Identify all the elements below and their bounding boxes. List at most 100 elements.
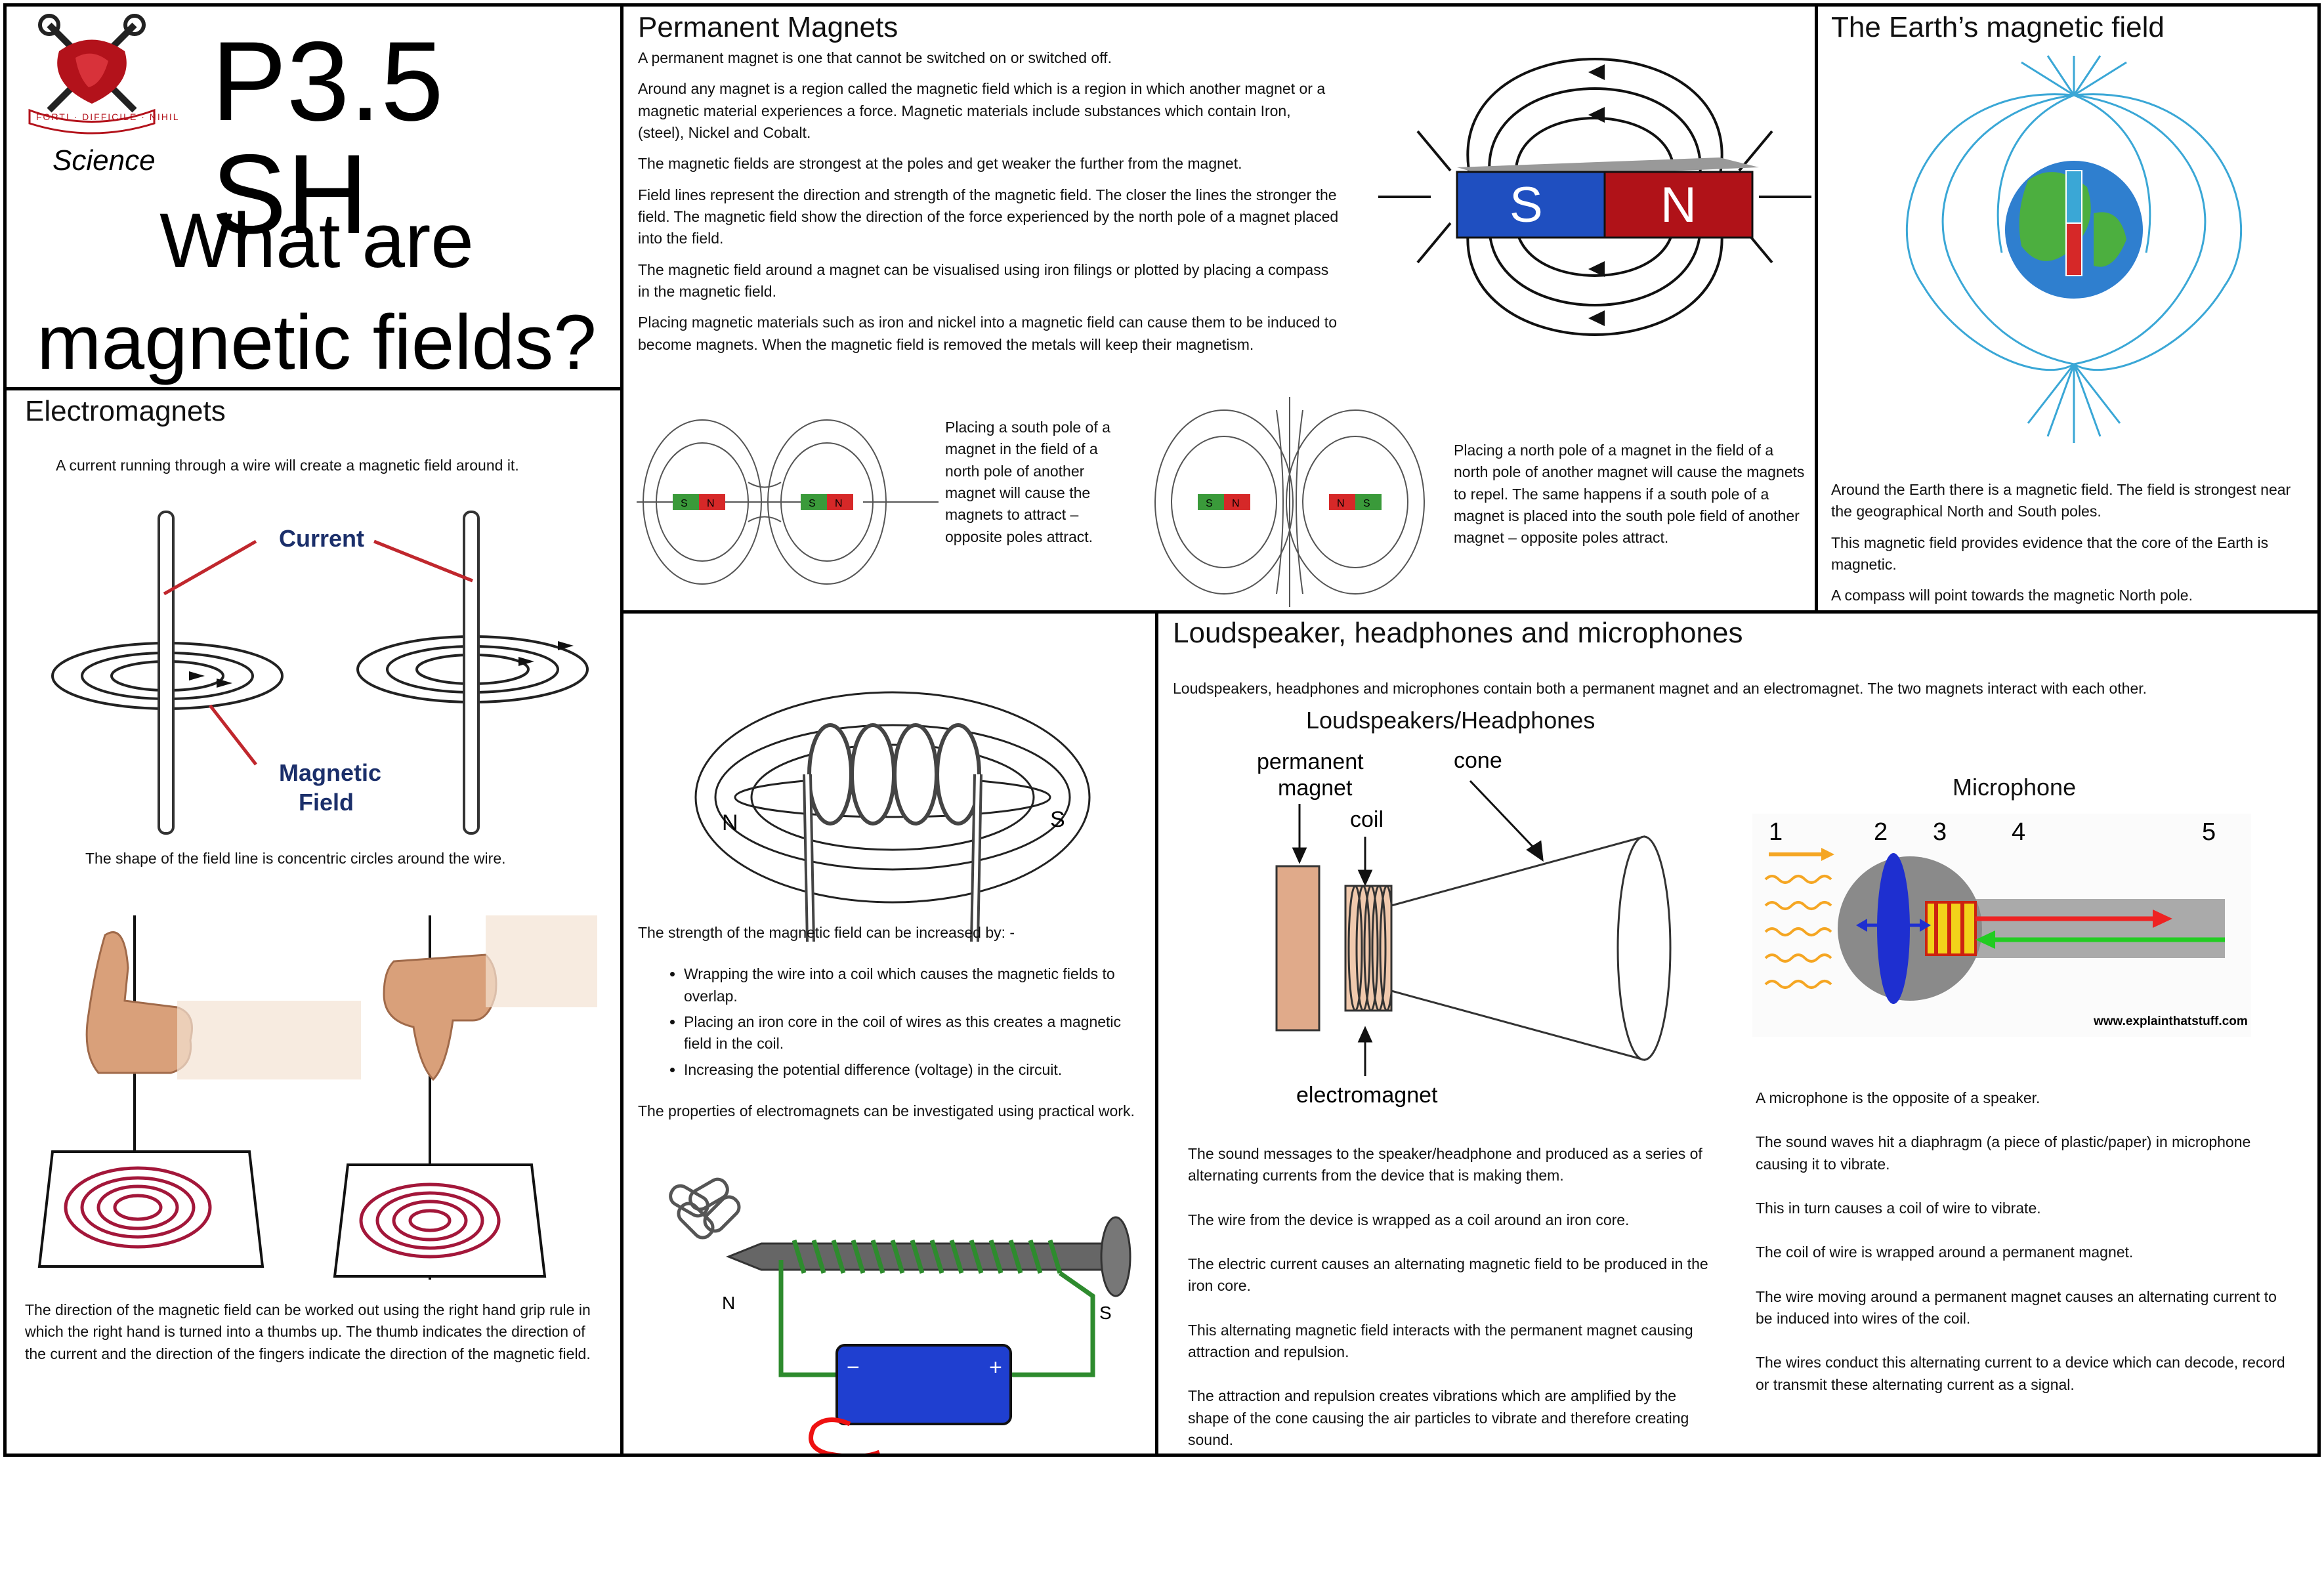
battery — [835, 1344, 1012, 1425]
strength-item-1: Wrapping the wire into a coil which caus… — [684, 963, 1150, 1007]
bar-magnet-n-label: N — [1660, 177, 1697, 233]
bar-magnet-north — [1603, 171, 1754, 239]
attract-n2: N — [835, 498, 843, 509]
sound-waves — [1764, 875, 1832, 989]
paper-clips — [669, 1177, 741, 1240]
page-title-line-1: What are — [159, 198, 474, 284]
permanent-label-2: magnet — [1278, 776, 1353, 801]
loudspeaker-diagram: permanent magnet coil cone electromagnet — [1257, 748, 1672, 1108]
earth-field-panel: The Earth’s magnetic field Around the Ea… — [1815, 3, 2321, 614]
earth-title: The Earth’s magnetic field — [1831, 11, 2165, 43]
mic-number-5: 5 — [2202, 818, 2216, 846]
mic-number-1: 1 — [1769, 818, 1783, 846]
earth-core-magnet-bottom — [2065, 222, 2082, 276]
perm-para-4: Field lines represent the direction and … — [638, 186, 1339, 247]
wire-field-diagram: Current Magnetic Field — [51, 511, 589, 835]
solenoid-text: The strength of the magnetic field can b… — [638, 922, 1150, 1131]
nail-s-label: S — [1099, 1303, 1112, 1323]
solenoid-coils — [807, 723, 981, 826]
loudspeaker-subtitle: Loudspeakers/Headphones — [1306, 707, 1595, 734]
right-wire — [463, 511, 480, 835]
battery-minus: − — [847, 1355, 860, 1380]
perm-para-5: The magnetic field around a magnet can b… — [638, 261, 1329, 301]
microphone-diagram: 1 2 3 4 5 www.explainthatstuff.com — [1752, 814, 2251, 1037]
school-crest-logo — [28, 14, 156, 135]
mic-credit: www.explainthatstuff.com — [2093, 1015, 2248, 1028]
right-hand-grip-diagram — [37, 915, 597, 1280]
mic-para-2: The sound waves hit a diaphragm (a piece… — [1756, 1133, 2251, 1173]
nail-electromagnet-diagram: − + N S — [669, 1177, 1131, 1454]
red-wire — [809, 1417, 880, 1454]
earth-field-lines — [1905, 55, 2243, 443]
mic-number-4: 4 — [2012, 818, 2025, 846]
speaker-para-5: The attraction and repulsion creates vib… — [1188, 1387, 1689, 1449]
solenoid-n-label: N — [722, 810, 738, 835]
practical-text: The properties of electromagnets can be … — [638, 1102, 1135, 1120]
left-wire — [158, 511, 175, 835]
speaker-cone — [1390, 835, 1645, 1061]
strength-heading: The strength of the magnetic field can b… — [638, 924, 1015, 941]
attract-n1: N — [707, 498, 715, 509]
strength-list: Wrapping the wire into a coil which caus… — [638, 963, 1150, 1081]
coil-label: coil — [1350, 807, 1384, 832]
thumb-up-hand — [37, 915, 361, 1268]
mic-para-3: This in turn causes a coil of wire to vi… — [1756, 1200, 2041, 1217]
speaker-permanent-magnet — [1275, 865, 1320, 1032]
cone-label: cone — [1454, 748, 1502, 773]
earth-para-2: This magnetic field provides evidence th… — [1831, 533, 2269, 574]
nail-n-label: N — [722, 1293, 735, 1313]
electromagnets-title: Electromagnets — [25, 395, 226, 427]
speaker-para-2: The wire from the device is wrapped as a… — [1188, 1211, 1630, 1228]
loudspeaker-title: Loudspeaker, headphones and microphones — [1173, 617, 1743, 649]
bar-magnet-field-lines — [1378, 58, 1811, 336]
electromagnet-label: electromagnet — [1296, 1083, 1438, 1108]
current-label: Current — [279, 525, 364, 552]
electromagnets-panel: Electromagnets A current running through… — [3, 387, 623, 1457]
magnetic-label: Magnetic — [279, 759, 381, 786]
grip-rule-text: The direction of the magnetic field can … — [25, 1301, 591, 1362]
permanent-label-1: permanent — [1257, 749, 1364, 774]
mic-para-6: The wires conduct this alternating curre… — [1756, 1354, 2285, 1393]
header-panel: FORTI · DIFFICILE · NIHIL Science P3.5 S… — [3, 3, 623, 390]
speaker-text: The sound messages to the speaker/headph… — [1188, 1143, 1720, 1454]
earth-para-3: A compass will point towards the magneti… — [1831, 587, 2193, 604]
mic-cable — [1962, 899, 2225, 958]
solenoid-s-label: S — [1050, 807, 1065, 832]
mic-para-4: The coil of wire is wrapped around a per… — [1756, 1244, 2134, 1261]
attract-s2: S — [809, 498, 816, 509]
battery-plus: + — [989, 1355, 1002, 1380]
perm-para-2: Around any magnet is a region called the… — [638, 80, 1326, 142]
repel-diagram: S N N S — [1154, 397, 1425, 607]
loudspeaker-panel: Loudspeaker, headphones and microphones … — [1155, 610, 2321, 1457]
earth-core-magnet-top — [2065, 170, 2082, 224]
speaker-para-3: The electric current causes an alternati… — [1188, 1255, 1708, 1295]
repel-n1: N — [1232, 498, 1240, 509]
earth-text: Around the Earth there is a magnetic fie… — [1831, 479, 2310, 610]
mic-diaphragm — [1877, 853, 1910, 1004]
mic-para-1: A microphone is the opposite of a speake… — [1756, 1089, 2040, 1106]
repel-n2: N — [1337, 498, 1345, 509]
bar-magnet-s-label: S — [1510, 177, 1543, 233]
bar-magnet-diagram: S N — [1378, 58, 1811, 336]
permanent-magnets-panel: Permanent Magnets A permanent magnet is … — [620, 3, 1818, 614]
mic-number-3: 3 — [1933, 818, 1947, 846]
repel-s1: S — [1206, 498, 1213, 509]
microphone-text: A microphone is the opposite of a speake… — [1756, 1087, 2294, 1405]
perm-para-6: Placing magnetic materials such as iron … — [638, 314, 1337, 353]
subject-label: Science — [53, 144, 156, 177]
logo-motto: FORTI · DIFFICILE · NIHIL — [36, 112, 180, 122]
attract-diagram: S N S N — [637, 419, 939, 585]
strength-item-3: Increasing the potential difference (vol… — [684, 1059, 1150, 1081]
attract-s1: S — [681, 498, 688, 509]
mic-para-5: The wire moving around a permanent magne… — [1756, 1287, 2277, 1328]
thumb-down-hand — [333, 915, 597, 1280]
earth-para-1: Around the Earth there is a magnetic fie… — [1831, 481, 2291, 520]
repel-s2: S — [1363, 498, 1370, 509]
strength-item-2: Placing an iron core in the coil of wire… — [684, 1011, 1150, 1055]
earth-field-diagram — [1905, 55, 2243, 443]
solenoid-diagram: N S — [694, 691, 1091, 942]
speaker-para-4: This alternating magnetic field interact… — [1188, 1321, 1693, 1361]
mic-number-2: 2 — [1874, 818, 1888, 846]
bar-magnet-south — [1456, 171, 1606, 239]
loudspeaker-intro: Loudspeakers, headphones and microphones… — [1173, 680, 2147, 697]
